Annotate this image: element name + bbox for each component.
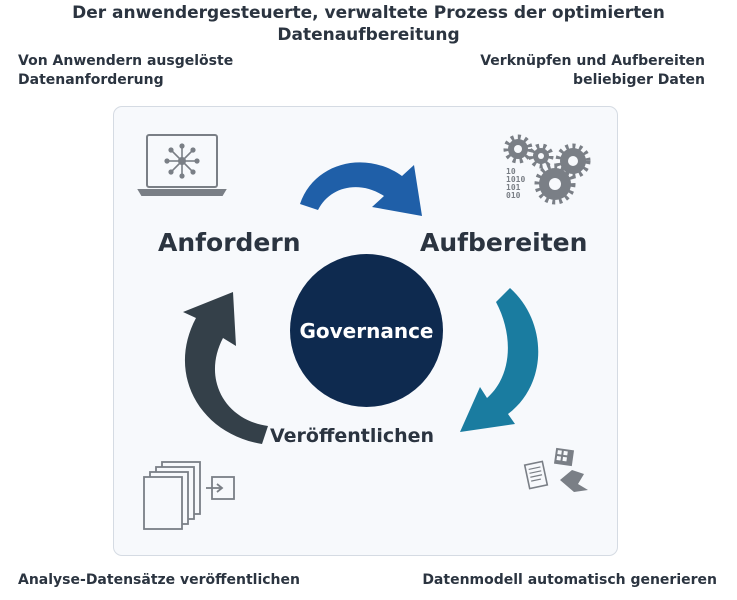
documents-export-icon <box>143 461 235 530</box>
binary-line: 10 <box>506 167 516 176</box>
binary-line: 1010 <box>506 175 525 184</box>
caption-request-line2: Datenanforderung <box>18 72 164 88</box>
prepare-arrow <box>300 162 422 216</box>
binary-line: 101 <box>506 183 521 192</box>
phase-publish-label: Veröffentlichen <box>270 425 435 447</box>
caption-generate: Datenmodell automatisch generieren <box>422 572 717 588</box>
laptop-network-icon <box>137 134 227 196</box>
request-arrow <box>183 292 268 444</box>
caption-prepare-line1: Verknüpfen und Aufbereiten <box>480 53 705 69</box>
phase-request-label: Anfordern <box>158 228 301 257</box>
publish-arrow <box>460 288 539 432</box>
data-model-icon <box>523 447 588 492</box>
binary-line: 010 <box>506 191 521 200</box>
gears-icon <box>503 134 591 205</box>
governance-circle: Governance <box>290 254 443 407</box>
diagram-title: Der anwendergesteuerte, verwaltete Proze… <box>72 3 665 45</box>
phase-prepare-label: Aufbereiten <box>420 228 588 257</box>
caption-prepare-line2: beliebiger Daten <box>573 72 705 88</box>
caption-request: Von Anwendern ausgelöste Datenanforderun… <box>18 52 233 90</box>
governance-label: Governance <box>299 318 434 343</box>
caption-prepare: Verknüpfen und Aufbereiten beliebiger Da… <box>480 52 705 90</box>
binary-code-icon: 10 1010 101 010 <box>506 167 525 200</box>
caption-request-line1: Von Anwendern ausgelöste <box>18 53 234 69</box>
caption-publish: Analyse-Datensätze veröffentlichen <box>18 572 300 588</box>
